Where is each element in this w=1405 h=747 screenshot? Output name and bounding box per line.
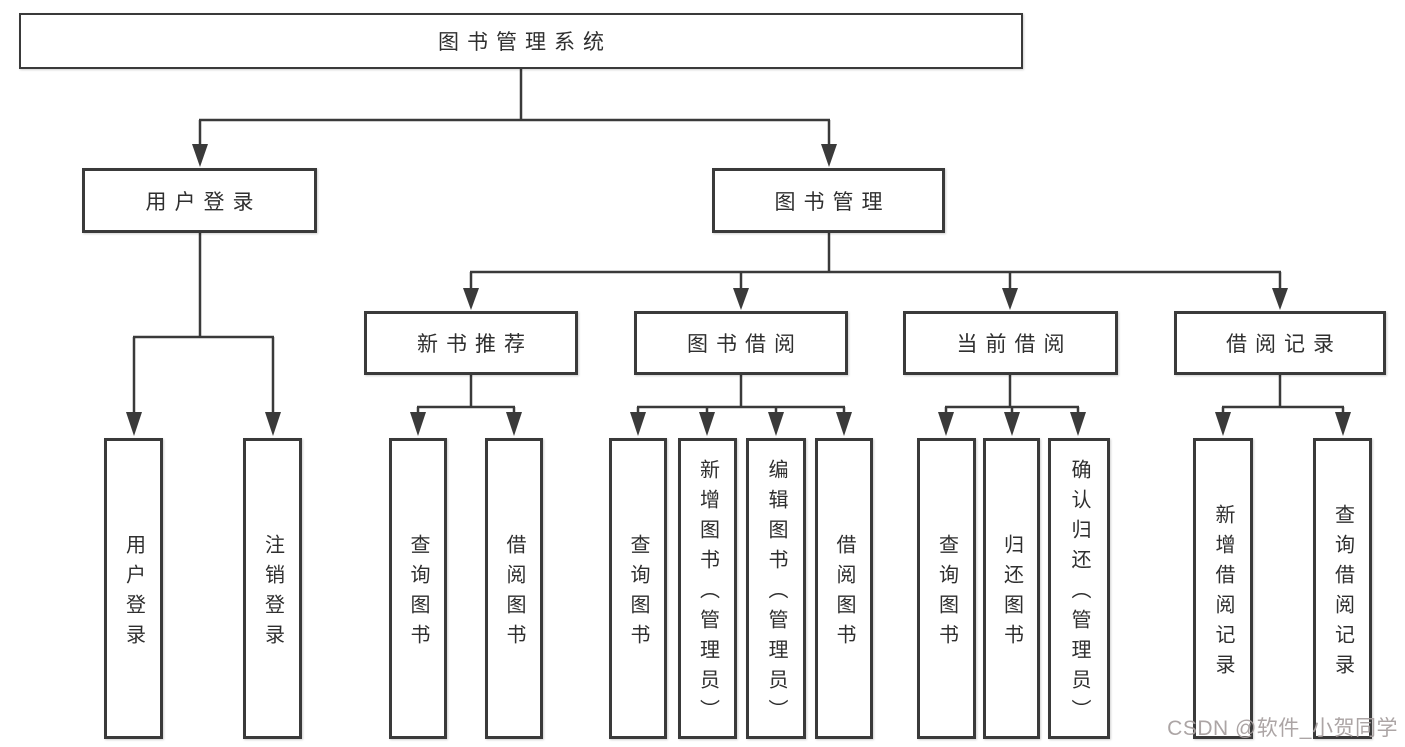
leaf-logout: 注销登录 bbox=[243, 438, 302, 739]
node-label: 图书管理系统 bbox=[438, 31, 612, 54]
leaf-edit-book-admin: 编辑图书（管理员） bbox=[746, 438, 806, 739]
node-label: 用户登录 bbox=[122, 533, 145, 654]
node-label: 查询借阅记录 bbox=[1331, 503, 1354, 684]
node-label: 注销登录 bbox=[261, 533, 284, 654]
leaf-confirm-return-admin: 确认归还（管理员） bbox=[1048, 438, 1110, 739]
node-label: 借阅记录 bbox=[1226, 333, 1342, 356]
leaf-return-books: 归还图书 bbox=[983, 438, 1040, 739]
leaf-add-book-admin: 新增图书（管理员） bbox=[678, 438, 737, 739]
node-label: 查询图书 bbox=[935, 533, 958, 654]
leaf-user-login: 用户登录 bbox=[104, 438, 163, 739]
node-new-book-recommendation: 新书推荐 bbox=[364, 311, 578, 375]
leaf-query-books-current: 查询图书 bbox=[917, 438, 976, 739]
node-label: 用户登录 bbox=[145, 190, 262, 214]
csdn-watermark: CSDN @软件_小贺同学 bbox=[1167, 717, 1398, 740]
node-label: 查询图书 bbox=[627, 533, 649, 654]
node-label: 编辑图书（管理员） bbox=[765, 458, 787, 729]
node-label: 确认归还（管理员） bbox=[1068, 458, 1090, 729]
node-label: 新书推荐 bbox=[417, 333, 533, 356]
node-label: 归还图书 bbox=[1000, 533, 1023, 654]
leaf-add-borrow-record: 新增借阅记录 bbox=[1193, 438, 1253, 739]
node-label: 图书借阅 bbox=[687, 333, 803, 356]
node-borrowing-records: 借阅记录 bbox=[1174, 311, 1386, 375]
leaf-query-books-recommend: 查询图书 bbox=[389, 438, 447, 739]
node-label: 借阅图书 bbox=[833, 533, 855, 654]
leaf-query-books-borrowing: 查询图书 bbox=[609, 438, 667, 739]
leaf-borrow-books-borrowing: 借阅图书 bbox=[815, 438, 873, 739]
node-label: 借阅图书 bbox=[503, 533, 525, 654]
node-label: 新增借阅记录 bbox=[1212, 503, 1234, 684]
node-book-management-system: 图书管理系统 bbox=[19, 13, 1023, 69]
node-label: 当前借阅 bbox=[956, 333, 1073, 356]
leaf-borrow-books-recommend: 借阅图书 bbox=[485, 438, 543, 739]
node-label: 图书管理 bbox=[774, 190, 891, 214]
node-label: 新增图书（管理员） bbox=[696, 458, 719, 729]
node-label: 查询图书 bbox=[407, 533, 429, 654]
node-user-login: 用户登录 bbox=[82, 168, 317, 233]
node-current-borrowing: 当前借阅 bbox=[903, 311, 1118, 375]
leaf-query-borrow-record: 查询借阅记录 bbox=[1313, 438, 1372, 739]
node-book-borrowing: 图书借阅 bbox=[634, 311, 848, 375]
node-book-management: 图书管理 bbox=[712, 168, 945, 233]
